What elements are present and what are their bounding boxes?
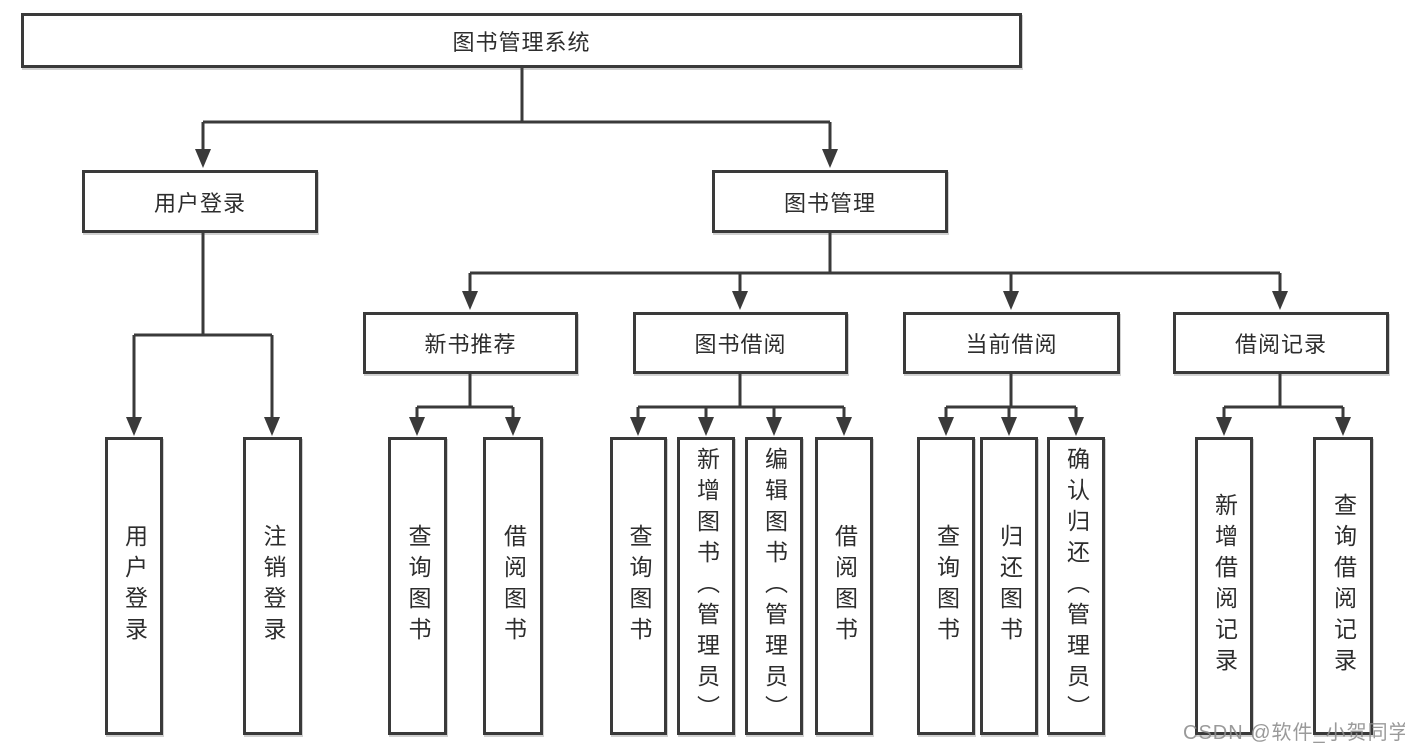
node-user-login: 用户登录 [82, 170, 318, 233]
node-root: 图书管理系统 [21, 13, 1022, 68]
watermark: CSDN @软件_小贺同学 [1183, 722, 1405, 744]
node-user-login-label: 用户登录 [153, 190, 246, 216]
leaf-user-login: 用户登录 [105, 437, 163, 735]
leaf-current-query-books-label: 查询图书 [933, 524, 960, 648]
leaf-borrow-borrow-books: 借阅图书 [815, 437, 873, 735]
leaf-logout-label: 注销登录 [260, 524, 286, 648]
node-book-borrow-label: 图书借阅 [694, 332, 787, 357]
node-book-mgmt: 图书管理 [712, 170, 948, 233]
leaf-newbook-borrow-books: 借阅图书 [483, 437, 543, 735]
node-book-mgmt-label: 图书管理 [783, 190, 876, 216]
node-root-label: 图书管理系统 [452, 29, 591, 55]
node-current-borrow: 当前借阅 [903, 312, 1120, 374]
leaf-borrow-add-books-admin-label: 新增图书（管理员） [693, 446, 720, 726]
leaf-record-add-record-label: 新增借阅记录 [1211, 493, 1238, 679]
connector-new-book [409, 374, 521, 436]
leaf-logout: 注销登录 [243, 437, 302, 735]
leaf-record-query-record-label: 查询借阅记录 [1330, 493, 1357, 679]
connector-book-borrow [630, 374, 852, 436]
leaf-current-confirm-return-admin: 确认归还（管理员） [1047, 437, 1105, 735]
connector-user-login [126, 231, 280, 436]
node-book-borrow: 图书借阅 [633, 312, 848, 374]
node-current-borrow-label: 当前借阅 [965, 332, 1058, 357]
leaf-user-login-label: 用户登录 [121, 524, 148, 648]
leaf-borrow-query-books: 查询图书 [610, 437, 667, 735]
node-new-book-label: 新书推荐 [424, 332, 517, 357]
leaf-borrow-query-books-label: 查询图书 [626, 524, 652, 648]
leaf-current-query-books: 查询图书 [917, 437, 975, 735]
leaf-borrow-add-books-admin: 新增图书（管理员） [677, 437, 735, 735]
connector-book-mgmt [462, 231, 1288, 310]
leaf-current-confirm-return-admin-label: 确认归还（管理员） [1063, 446, 1090, 726]
leaf-borrow-edit-books-admin-label: 编辑图书（管理员） [761, 446, 788, 726]
connector-borrow-record [1216, 374, 1351, 436]
leaf-newbook-borrow-books-label: 借阅图书 [500, 524, 527, 648]
node-borrow-record: 借阅记录 [1173, 312, 1389, 374]
node-borrow-record-label: 借阅记录 [1234, 332, 1327, 357]
leaf-newbook-query-books-label: 查询图书 [405, 524, 431, 648]
leaf-borrow-edit-books-admin: 编辑图书（管理员） [745, 437, 803, 735]
leaf-record-query-record: 查询借阅记录 [1313, 437, 1373, 735]
leaf-current-return-books: 归还图书 [980, 437, 1038, 735]
connector-root [195, 66, 838, 168]
leaf-current-return-books-label: 归还图书 [996, 524, 1023, 648]
node-new-book: 新书推荐 [363, 312, 578, 374]
connector-current-borrow [938, 374, 1084, 436]
leaf-borrow-borrow-books-label: 借阅图书 [831, 524, 858, 648]
leaf-newbook-query-books: 查询图书 [388, 437, 447, 735]
leaf-record-add-record: 新增借阅记录 [1195, 437, 1253, 735]
